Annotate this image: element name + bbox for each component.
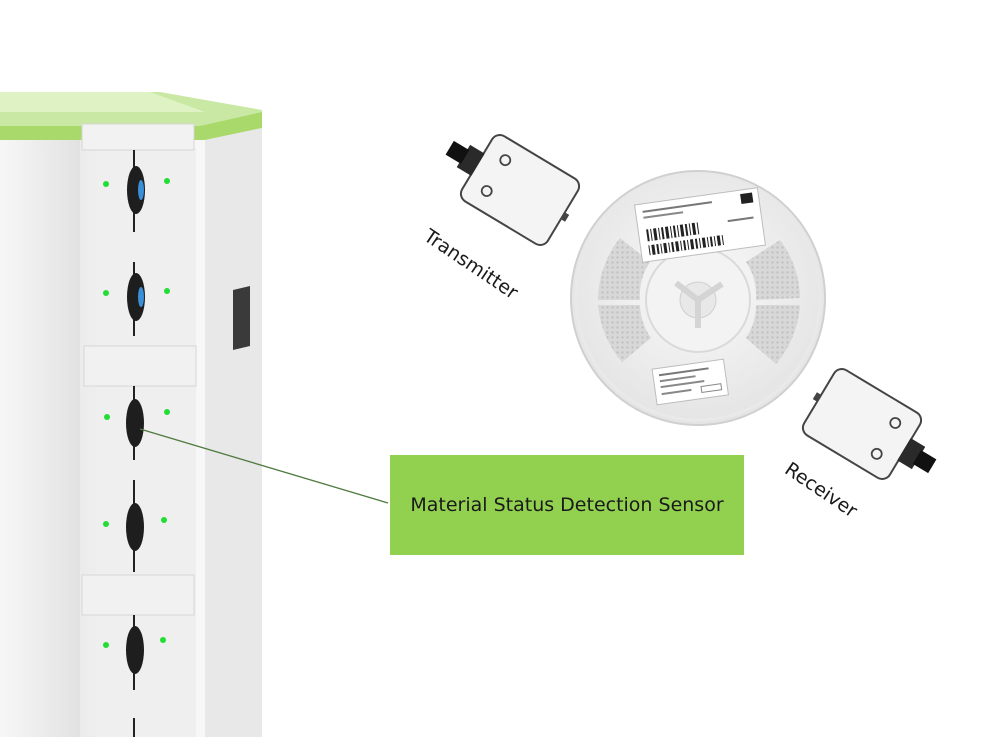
component-reel [570,170,826,426]
reel-slot [126,615,144,737]
indicator-led [160,637,166,643]
reel-slot [126,480,144,572]
indicator-leds [103,178,170,648]
receiver-sensor [801,368,937,480]
reel-slot [127,150,145,232]
indicator-led [103,521,109,527]
indicator-led [164,288,170,294]
transmitter-sensor [445,134,581,246]
indicator-led [103,642,109,648]
reel-label-bottom [651,358,729,406]
indicator-led [103,290,109,296]
reel-slot [127,262,145,336]
indicator-led [164,409,170,415]
callout-label: Material Status Detection Sensor [410,494,724,516]
reel-slot [126,386,144,460]
callout-leader-line [139,428,389,504]
storage-tower [0,92,262,737]
callout-box: Material Status Detection Sensor [390,455,744,555]
reel-label-top [634,187,766,263]
indicator-led [161,517,167,523]
indicator-led [103,181,109,187]
indicator-led [164,178,170,184]
indicator-led [104,414,110,420]
